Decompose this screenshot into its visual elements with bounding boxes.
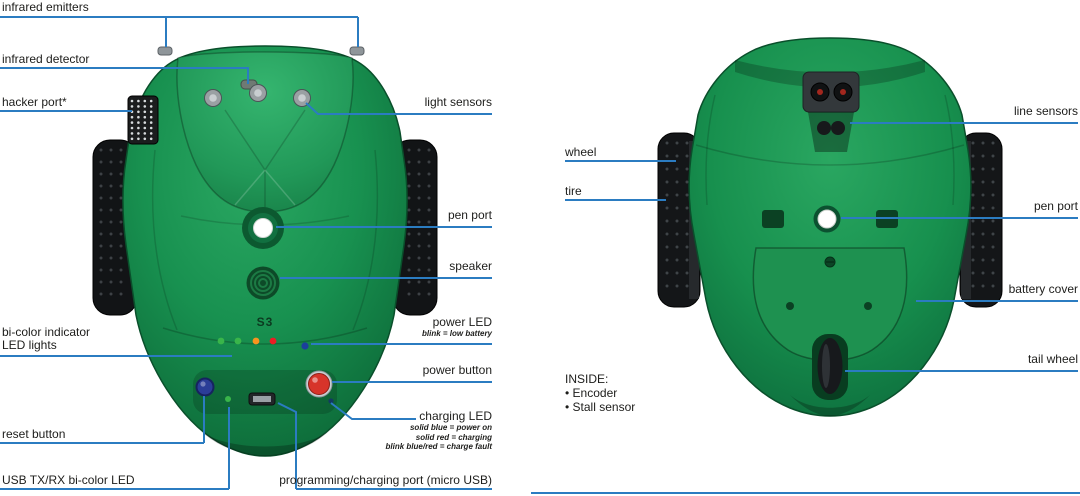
label-pen-port-top: pen port [447,208,492,222]
inside-title: INSIDE: [565,372,609,386]
label-light-sensors: light sensors [424,95,492,109]
inside-item-encoder: Encoder [565,386,635,400]
label-wheel: wheel [565,145,597,159]
label-pen-port-bottom: pen port [1033,199,1078,213]
speaker [246,266,280,300]
label-bicolor-leds: bi-color indicator LED lights [2,325,91,352]
label-charging-led-note3: blink blue/red = charge fault [385,442,492,451]
hacker-port [127,95,159,145]
label-speaker: speaker [449,259,492,273]
dome [176,51,354,213]
power-button [305,370,333,398]
label-power-led: power LED blink = low battery [422,316,492,339]
robot-bottom-view [657,37,1003,417]
label-reset-button: reset button [2,427,66,441]
label-charging-led-note1: solid blue = power on [409,423,492,432]
label-battery-cover: battery cover [1008,282,1078,296]
inside-item-stall-sensor: Stall sensor [565,400,636,414]
label-usb-txrx-led: USB TX/RX bi-color LED [2,473,135,487]
tail-wheel [790,334,870,416]
body-seams [151,149,379,345]
reset-button [195,377,215,397]
micro-usb-port [248,392,276,406]
label-charging-led-text: charging LED [419,409,492,423]
inside-note: INSIDE: Encoder Stall sensor [565,372,635,414]
s3-logo: S3 [257,315,274,329]
pen-port [242,207,284,249]
pen-port [813,205,841,233]
label-programming-port: programming/charging port (micro USB) [279,473,492,487]
bicolor-indicator-leds [217,337,277,345]
mounting-slots [762,210,898,310]
infrared-emitters [157,46,365,56]
label-infrared-detector: infrared detector [2,52,90,66]
label-power-button: power button [422,363,492,377]
power-led [301,342,309,350]
charging-led [328,398,334,404]
label-charging-led: charging LED solid blue = power on solid… [386,410,492,452]
label-charging-led-note2: solid red = charging [415,432,492,442]
light-sensors [204,84,311,107]
label-power-led-text: power LED [432,315,492,329]
label-tire: tire [565,184,582,198]
label-infrared-emitters: infrared emitters [2,0,89,14]
usb-txrx-led [225,396,231,402]
label-power-led-note: blink = low battery [421,329,492,338]
robot-top-view: S3 [92,45,438,457]
label-hacker-port: hacker port* [2,95,67,109]
label-tail-wheel: tail wheel [1027,352,1078,366]
label-line-sensors: line sensors [1013,104,1078,118]
line-sensors [802,71,860,152]
